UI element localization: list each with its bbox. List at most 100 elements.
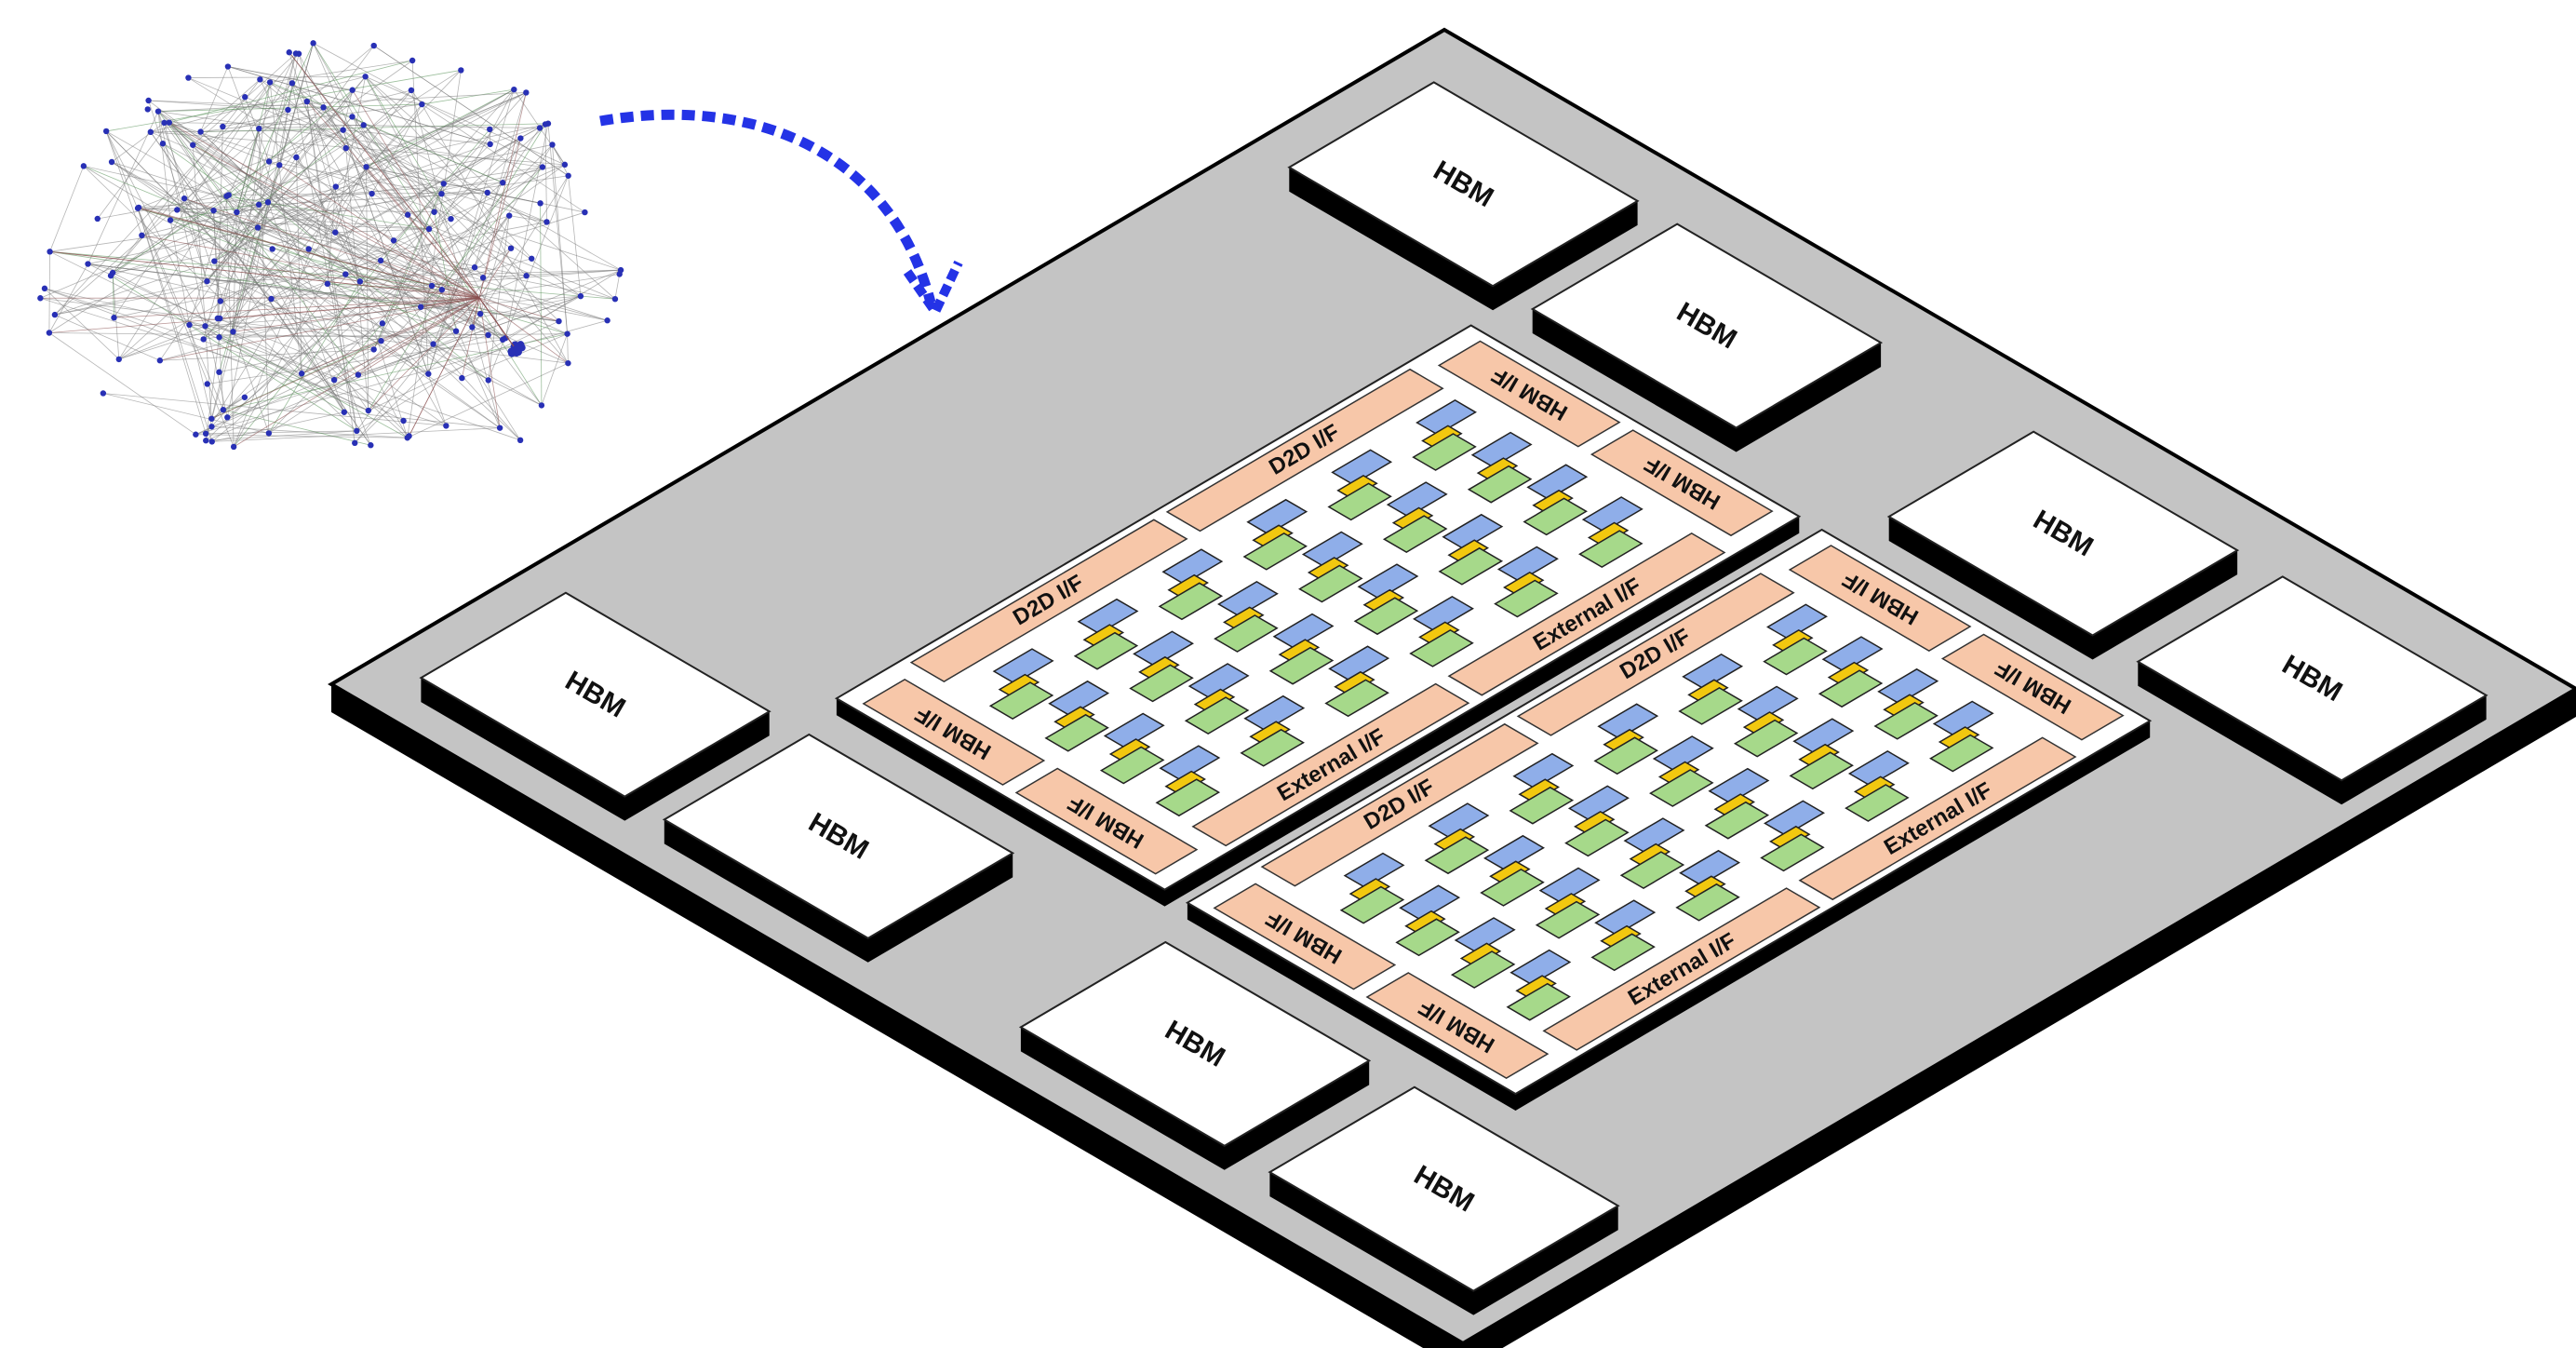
graph-edge — [366, 167, 369, 411]
graph-edge — [203, 274, 620, 340]
compute-core — [1760, 800, 1825, 872]
hbm-stack-1: HBM — [1287, 81, 1640, 311]
compute-core — [1593, 703, 1659, 775]
graph-node — [511, 86, 517, 93]
compute-core — [1099, 712, 1165, 785]
compute-core — [1409, 596, 1474, 667]
graph-edge — [504, 123, 549, 339]
graph-edge — [411, 60, 429, 374]
graph-edge — [87, 111, 159, 264]
graph-edge — [105, 130, 142, 236]
graph-edge — [335, 88, 515, 187]
graph-node — [135, 204, 142, 211]
graph-edge — [366, 92, 527, 168]
compute-core — [1412, 399, 1477, 471]
graph-edge — [150, 131, 371, 446]
graph-node — [100, 390, 107, 397]
graph-edge — [183, 197, 302, 374]
graph-edge — [357, 215, 510, 375]
graph-edge — [478, 248, 512, 299]
graph-edge — [217, 126, 223, 318]
graph-edge — [44, 288, 302, 374]
graph-edge — [48, 70, 462, 333]
graph-edge — [233, 297, 480, 332]
graph-edge — [211, 297, 480, 420]
graph-edge — [157, 111, 359, 375]
graph-node — [425, 225, 433, 233]
graph-edge — [288, 101, 307, 111]
graph-node — [377, 257, 384, 264]
graph-edge — [177, 209, 527, 276]
graph-edge — [327, 186, 337, 284]
graph-node — [203, 438, 209, 444]
graph-edge — [148, 100, 324, 108]
graph-node — [523, 89, 530, 96]
graph-edge — [162, 142, 309, 249]
graph-edge — [380, 260, 480, 299]
graph-node — [181, 195, 188, 202]
graph-edge — [148, 100, 457, 332]
graph-edge — [211, 167, 543, 442]
compute-core — [1506, 949, 1572, 1021]
graph-node — [292, 50, 300, 57]
graph-node — [360, 122, 367, 128]
graph-edge — [258, 128, 270, 434]
graph-edge — [110, 123, 549, 276]
graph-node — [369, 190, 375, 197]
graph-node — [438, 190, 445, 197]
graph-edge — [220, 269, 622, 302]
graph-edge — [334, 167, 367, 233]
graph-node — [543, 219, 550, 225]
graph-edge — [422, 88, 515, 105]
graph-node — [513, 344, 521, 353]
graph-node — [577, 292, 584, 300]
graph-edge — [138, 208, 430, 230]
graph-edge — [227, 66, 490, 145]
graph-edge — [478, 297, 569, 364]
graph-edge — [102, 393, 269, 434]
graph-node — [479, 275, 487, 281]
graph-edge — [478, 92, 527, 299]
graph-node — [214, 315, 221, 322]
graph-edge — [308, 249, 361, 282]
graph-node — [94, 215, 101, 222]
graph-edge — [83, 165, 260, 206]
graph-node — [225, 192, 232, 198]
graph-node — [208, 438, 215, 445]
graph-edge — [509, 215, 547, 222]
graph-edge — [214, 45, 375, 262]
graph-node — [47, 249, 53, 255]
compute-core — [1268, 613, 1335, 685]
graph-node — [362, 74, 369, 80]
graph-edge — [342, 129, 429, 374]
compute-core — [1438, 513, 1504, 586]
graph-node — [370, 346, 377, 353]
graph-edge — [168, 122, 329, 285]
hbm-if-block — [1213, 883, 1397, 991]
graph-node — [611, 296, 619, 303]
graph-edge — [111, 161, 463, 379]
graph-edge — [207, 89, 353, 282]
compute-core — [1395, 884, 1461, 957]
graph-edge — [141, 235, 480, 299]
compute-core — [1450, 917, 1516, 989]
graph-edge — [306, 101, 480, 299]
graph-node — [500, 180, 506, 186]
graph-edge — [343, 411, 501, 429]
graph-node — [217, 298, 224, 304]
graph-edge — [87, 164, 565, 264]
graph-node — [378, 337, 384, 344]
graph-edge — [357, 295, 582, 375]
graph-edge — [368, 297, 480, 411]
compute-core — [1240, 694, 1306, 767]
graph-edge — [356, 215, 510, 432]
graph-edge — [352, 116, 435, 213]
graph-edge — [568, 175, 582, 297]
compute-core — [1494, 546, 1559, 618]
graph-edge — [474, 92, 527, 268]
graph-edge — [168, 122, 622, 271]
compute-core — [1675, 849, 1741, 922]
graph-node — [370, 42, 377, 49]
graph-edge — [205, 43, 314, 441]
graph-edge — [267, 201, 489, 336]
